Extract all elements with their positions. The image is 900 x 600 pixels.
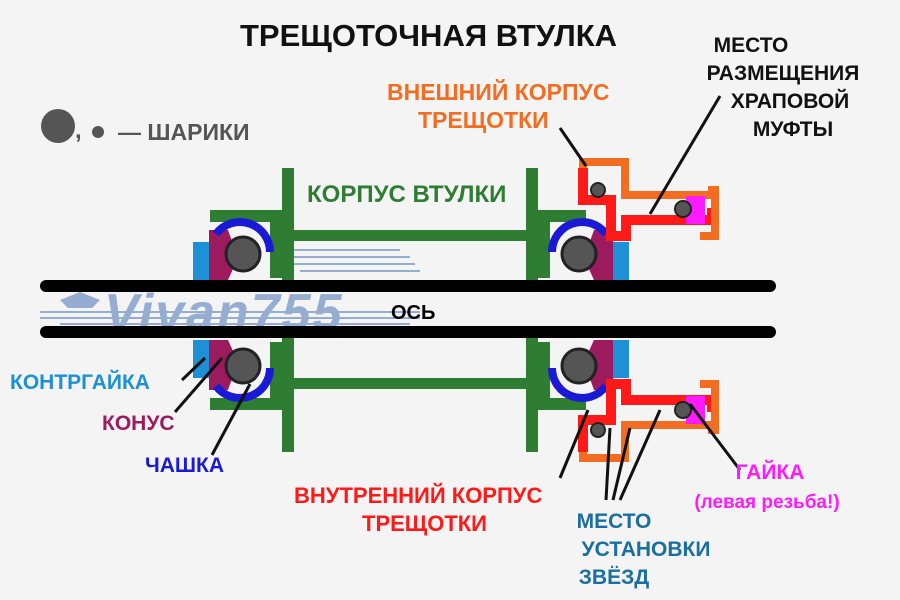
hub-shell-top bbox=[294, 230, 526, 241]
ball-small-icon bbox=[674, 200, 692, 218]
ball-small-icon bbox=[674, 401, 692, 419]
leader-inner-shell bbox=[558, 409, 590, 479]
stars-label-1: МЕСТО bbox=[577, 510, 652, 533]
hub-shell-bottom bbox=[294, 378, 526, 389]
inner-shell-label-1: ВНУТРЕННИЙ КОРПУС bbox=[294, 483, 542, 508]
ball-small-icon bbox=[92, 126, 104, 138]
leader-cup bbox=[210, 383, 252, 456]
hub-cup-lip-bottom-left bbox=[210, 398, 282, 410]
leader-stars-1 bbox=[604, 427, 612, 501]
locknut-top-right bbox=[613, 242, 629, 280]
hub-cup-wall-bottom-left bbox=[270, 342, 282, 398]
balls-legend: , — ШАРИКИ bbox=[41, 109, 250, 145]
hub-cup-wall-top-right bbox=[538, 222, 550, 278]
clutch-label-3: ХРАПОВОЙ bbox=[731, 89, 850, 113]
locknut-top-left bbox=[193, 242, 209, 280]
leader-stars-2 bbox=[611, 427, 632, 501]
hub-flange-bottom-right bbox=[526, 334, 538, 452]
outer-ratchet-shell-bottom bbox=[579, 380, 719, 462]
hub-body-label: КОРПУС ВТУЛКИ bbox=[307, 181, 506, 208]
leader-clutch bbox=[648, 95, 722, 215]
axle-bottom-line bbox=[40, 326, 776, 338]
hub-flange-top-right bbox=[526, 168, 538, 286]
outer-shell-label-1: ВНЕШНИЙ КОРПУС bbox=[387, 78, 609, 105]
cup-bottom-left bbox=[212, 367, 274, 402]
cup-label: ЧАШКА bbox=[145, 454, 224, 477]
nut-top bbox=[686, 196, 705, 224]
ratchet-top bbox=[578, 158, 719, 241]
axle-label: ОСЬ bbox=[391, 302, 435, 324]
leader-outer-shell bbox=[558, 127, 588, 167]
hub-cup-lip-top-left bbox=[210, 210, 282, 222]
outer-shell-label-2: ТРЕЩОТКИ bbox=[418, 107, 549, 133]
leader-lines bbox=[173, 95, 742, 501]
ball-icon bbox=[560, 347, 598, 385]
axle-top-line bbox=[40, 280, 776, 292]
ball-large-icon bbox=[41, 109, 75, 143]
cone-label: КОНУС bbox=[102, 412, 175, 435]
ball-icon bbox=[224, 235, 262, 273]
leader-cone bbox=[173, 357, 224, 413]
ball-small-icon bbox=[590, 182, 606, 198]
hub-body bbox=[210, 168, 586, 452]
leader-nut bbox=[688, 403, 742, 471]
cup-top-left bbox=[212, 218, 274, 253]
ball-icon bbox=[560, 235, 598, 273]
clutch-label-2: РАЗМЕЩЕНИЯ bbox=[707, 62, 860, 85]
hub-flange-bottom-left bbox=[282, 334, 294, 452]
clutch-label-1: МЕСТО bbox=[714, 34, 789, 57]
ball-icon bbox=[224, 347, 262, 385]
locknut-label: КОНТРГАЙКА bbox=[10, 370, 150, 394]
page-title: ТРЕЩОТОЧНАЯ ВТУЛКА bbox=[240, 18, 617, 53]
stars-label-3: ЗВЁЗД bbox=[579, 566, 650, 589]
locknut-bottom-left bbox=[193, 340, 209, 378]
outer-ratchet-shell-top bbox=[579, 158, 719, 240]
cup-bottom-right bbox=[548, 367, 610, 402]
nut-label-2: (левая резьба!) bbox=[694, 492, 839, 513]
hub-flange-top-left bbox=[282, 168, 294, 286]
ratchet-bottom bbox=[578, 379, 719, 462]
stars-label-2: УСТАНОВКИ bbox=[582, 538, 711, 561]
inner-shell-label-2: ТРЕЩОТКИ bbox=[362, 511, 487, 536]
ball-small-icon bbox=[590, 422, 606, 438]
nut-label-1: ГАЙКА bbox=[736, 460, 805, 484]
clutch-label-4: МУФТЫ bbox=[753, 118, 833, 141]
hub-cup-wall-top-left bbox=[270, 222, 282, 278]
balls-label: — ШАРИКИ bbox=[118, 119, 250, 145]
leader-locknut bbox=[180, 356, 207, 382]
hub-cup-wall-bottom-right bbox=[538, 342, 550, 398]
locknut-bottom-right bbox=[613, 340, 629, 378]
balls-comma: , bbox=[75, 117, 82, 144]
cup-top-right bbox=[548, 218, 610, 253]
leader-stars-3 bbox=[618, 409, 662, 501]
